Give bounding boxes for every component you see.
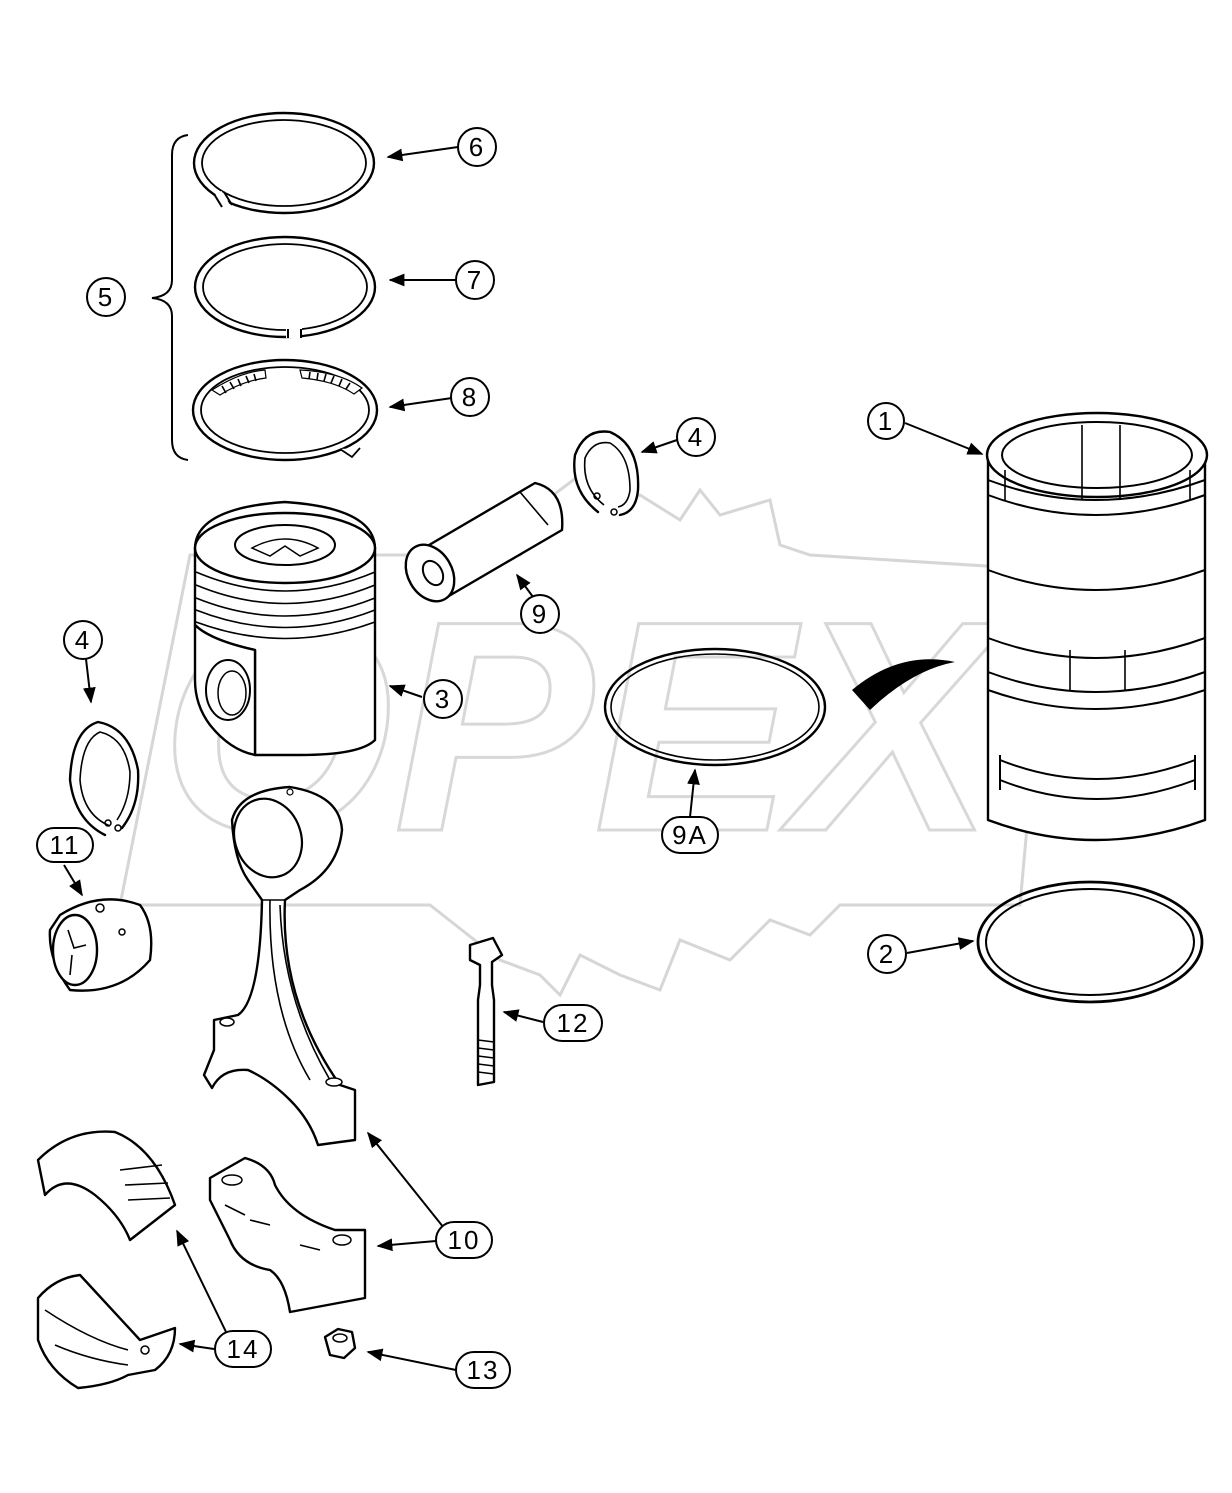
leader-6 — [386, 146, 459, 162]
svg-text:6: 6 — [469, 132, 485, 162]
top-compression-ring — [192, 111, 376, 215]
leader-8 — [388, 397, 453, 412]
leader-12 — [502, 1009, 544, 1023]
small-end-bushing — [48, 898, 153, 992]
callout-5: 5 — [86, 277, 126, 317]
liner-seal-ring — [976, 880, 1204, 1004]
leader-4-lower — [82, 658, 96, 704]
o-ring — [603, 647, 827, 767]
connecting-rod-nut — [323, 1327, 357, 1360]
svg-text:12: 12 — [557, 1008, 590, 1038]
callout-8: 8 — [450, 377, 490, 417]
svg-text:5: 5 — [98, 282, 114, 312]
callout-4-upper: 4 — [676, 417, 716, 457]
connecting-rod-cap — [208, 1156, 367, 1314]
second-compression-ring — [193, 235, 377, 339]
svg-text:9A: 9A — [672, 820, 708, 850]
leader-2 — [906, 937, 975, 954]
cylinder-liner — [985, 411, 1209, 842]
svg-text:1: 1 — [878, 406, 894, 436]
svg-text:4: 4 — [688, 422, 704, 452]
leader-13 — [366, 1348, 457, 1371]
piston-pin — [404, 481, 564, 603]
svg-text:3: 3 — [435, 684, 451, 714]
callout-2: 2 — [867, 934, 907, 974]
svg-text:11: 11 — [50, 830, 81, 860]
ring-set-brace — [151, 134, 189, 461]
piston-pin-snap-ring-lower — [68, 720, 140, 837]
leader-3 — [388, 684, 423, 698]
leader-14-lower — [178, 1339, 215, 1353]
svg-text:8: 8 — [462, 382, 478, 412]
piston — [193, 500, 377, 757]
callout-13: 13 — [455, 1351, 511, 1389]
callout-4-lower: 4 — [63, 620, 103, 660]
leader-11 — [63, 864, 83, 897]
connecting-rod-bearing — [36, 1130, 177, 1390]
leader-10-cap — [376, 1238, 437, 1252]
connecting-rod — [202, 785, 357, 1147]
callout-7: 7 — [455, 260, 495, 300]
callout-14: 14 — [214, 1330, 272, 1368]
leader-10-rod — [367, 1131, 445, 1229]
callout-12: 12 — [543, 1004, 603, 1042]
leader-9 — [516, 573, 534, 598]
callouts: 1 2 3 4 4 5 6 7 8 9 9A 10 11 12 13 14 — [36, 127, 907, 1389]
callout-9: 9 — [520, 594, 560, 634]
leader-9a — [687, 768, 700, 818]
svg-text:7: 7 — [467, 265, 483, 295]
svg-text:13: 13 — [467, 1355, 500, 1385]
callout-1: 1 — [867, 402, 905, 440]
piston-pin-snap-ring-upper — [573, 430, 640, 517]
connecting-rod-bolt — [468, 936, 504, 1087]
svg-text:2: 2 — [879, 939, 895, 969]
svg-text:9: 9 — [532, 599, 548, 629]
leader-lines — [63, 146, 984, 1371]
callout-3: 3 — [423, 679, 463, 719]
oil-control-ring — [191, 358, 379, 462]
callout-10: 10 — [435, 1221, 493, 1259]
leader-1 — [904, 422, 984, 455]
svg-text:4: 4 — [75, 625, 91, 655]
callout-6: 6 — [457, 127, 497, 167]
leader-4-upper — [640, 439, 678, 454]
svg-text:10: 10 — [448, 1225, 481, 1255]
svg-text:14: 14 — [227, 1334, 260, 1364]
leader-14-upper — [176, 1229, 229, 1337]
callout-11: 11 — [36, 827, 94, 863]
callout-9a: 9A — [661, 816, 719, 854]
liner-fragment — [852, 659, 955, 710]
